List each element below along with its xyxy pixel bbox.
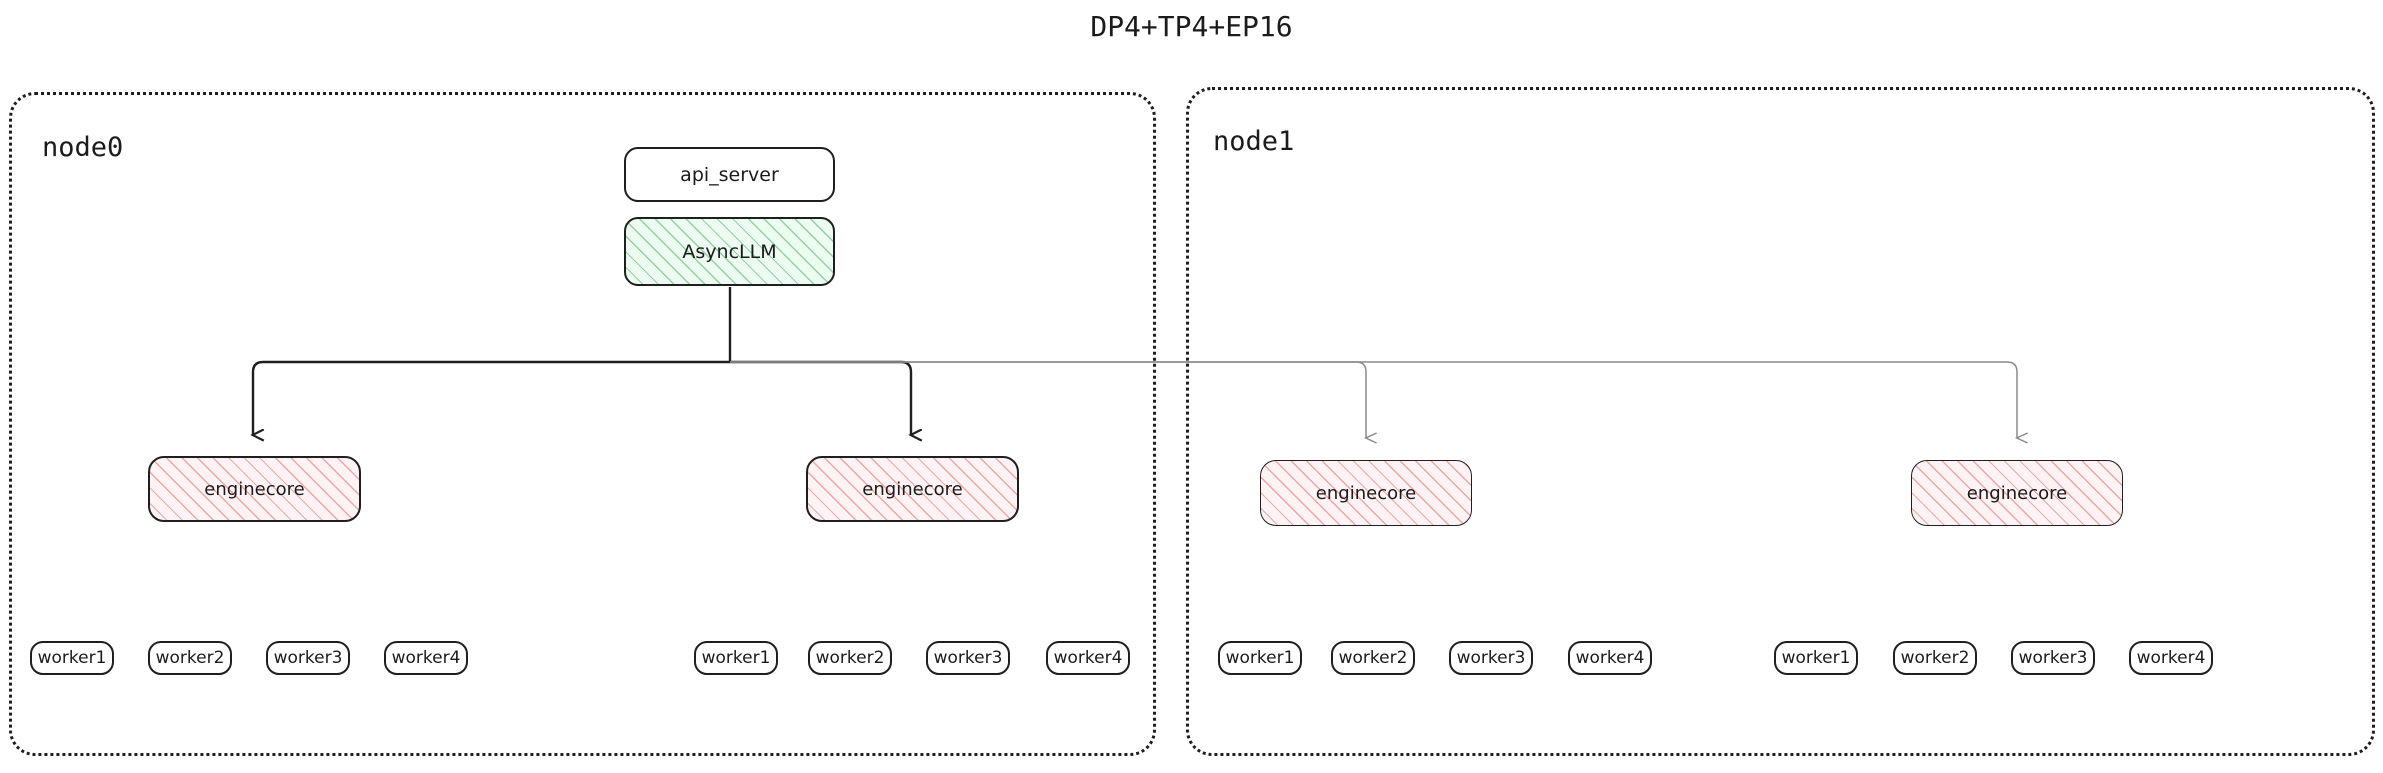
async-llm-box[interactable]: AsyncLLM bbox=[624, 217, 835, 286]
worker-box[interactable]: worker4 bbox=[384, 641, 468, 675]
async-llm-label: AsyncLLM bbox=[682, 240, 777, 263]
api-server-label: api_server bbox=[680, 163, 779, 186]
worker-label: worker3 bbox=[1456, 648, 1526, 668]
enginecore-label: enginecore bbox=[204, 478, 305, 500]
worker-box[interactable]: worker1 bbox=[1218, 641, 1302, 675]
worker-label: worker4 bbox=[391, 648, 461, 668]
worker-box[interactable]: worker4 bbox=[1046, 641, 1130, 675]
worker-box[interactable]: worker2 bbox=[1331, 641, 1415, 675]
worker-label: worker3 bbox=[273, 648, 343, 668]
enginecore-box-node1-0[interactable]: enginecore bbox=[1260, 460, 1472, 526]
node-label-node0: node0 bbox=[42, 132, 124, 163]
enginecore-box-node0-0[interactable]: enginecore bbox=[148, 456, 361, 522]
worker-label: worker2 bbox=[815, 648, 885, 668]
worker-box[interactable]: worker1 bbox=[694, 641, 778, 675]
worker-label: worker3 bbox=[2018, 648, 2088, 668]
worker-box[interactable]: worker1 bbox=[1774, 641, 1858, 675]
worker-label: worker4 bbox=[2136, 648, 2206, 668]
enginecore-box-node0-1[interactable]: enginecore bbox=[806, 456, 1019, 522]
worker-label: worker2 bbox=[1338, 648, 1408, 668]
enginecore-box-node1-1[interactable]: enginecore bbox=[1911, 460, 2123, 526]
enginecore-label: enginecore bbox=[1966, 482, 2068, 504]
worker-label: worker2 bbox=[155, 648, 225, 668]
worker-label: worker3 bbox=[933, 648, 1003, 668]
worker-box[interactable]: worker3 bbox=[266, 641, 350, 675]
worker-label: worker1 bbox=[1781, 648, 1851, 668]
worker-box[interactable]: worker4 bbox=[2129, 641, 2213, 675]
worker-box[interactable]: worker3 bbox=[2011, 641, 2095, 675]
worker-box[interactable]: worker3 bbox=[926, 641, 1010, 675]
page-title: DP4+TP4+EP16 bbox=[1090, 10, 1293, 43]
worker-box[interactable]: worker3 bbox=[1449, 641, 1533, 675]
worker-label: worker1 bbox=[37, 648, 107, 668]
worker-box[interactable]: worker4 bbox=[1568, 641, 1652, 675]
worker-label: worker1 bbox=[1225, 648, 1295, 668]
worker-label: worker4 bbox=[1575, 648, 1645, 668]
worker-label: worker4 bbox=[1053, 648, 1123, 668]
worker-box[interactable]: worker1 bbox=[30, 641, 114, 675]
worker-label: worker2 bbox=[1900, 648, 1970, 668]
worker-box[interactable]: worker2 bbox=[148, 641, 232, 675]
enginecore-label: enginecore bbox=[862, 478, 963, 500]
enginecore-label: enginecore bbox=[1315, 482, 1417, 504]
worker-box[interactable]: worker2 bbox=[808, 641, 892, 675]
worker-box[interactable]: worker2 bbox=[1893, 641, 1977, 675]
api-server-box[interactable]: api_server bbox=[624, 147, 835, 202]
node-label-node1: node1 bbox=[1213, 126, 1295, 157]
worker-label: worker1 bbox=[701, 648, 771, 668]
